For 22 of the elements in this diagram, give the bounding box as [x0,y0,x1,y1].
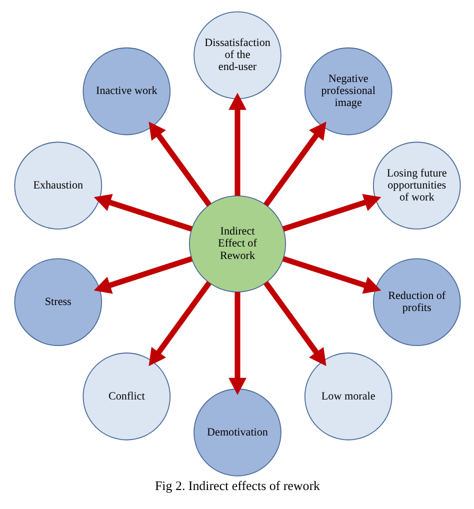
arrow [263,281,326,366]
arrow [228,92,246,196]
arrow [148,281,211,366]
node-circle: Negative professional image [304,47,392,136]
node-circle: Losing future opportunities of work [372,142,460,230]
caption: Fig 2. Indirect effects of rework [154,478,320,493]
arrow [282,256,381,294]
node-circle: Dissatisfaction of the end-user [193,11,281,100]
node-circle: Conflict [82,352,170,440]
arrow [282,194,381,232]
node-circle: Low morale [304,352,392,440]
node-circle: Inactive work [82,47,170,136]
node-circle: Stress [14,258,102,346]
node-circle: Exhaustion [14,142,102,230]
node-circle: Indirect Effect of Rework [188,195,286,292]
arrow [263,122,326,207]
arrow [148,122,211,207]
node-circle: Reduction of profits [372,258,460,346]
arrow [93,256,192,294]
arrow [228,292,246,395]
node-circle: Demotivation [193,388,281,476]
arrow [93,194,192,232]
